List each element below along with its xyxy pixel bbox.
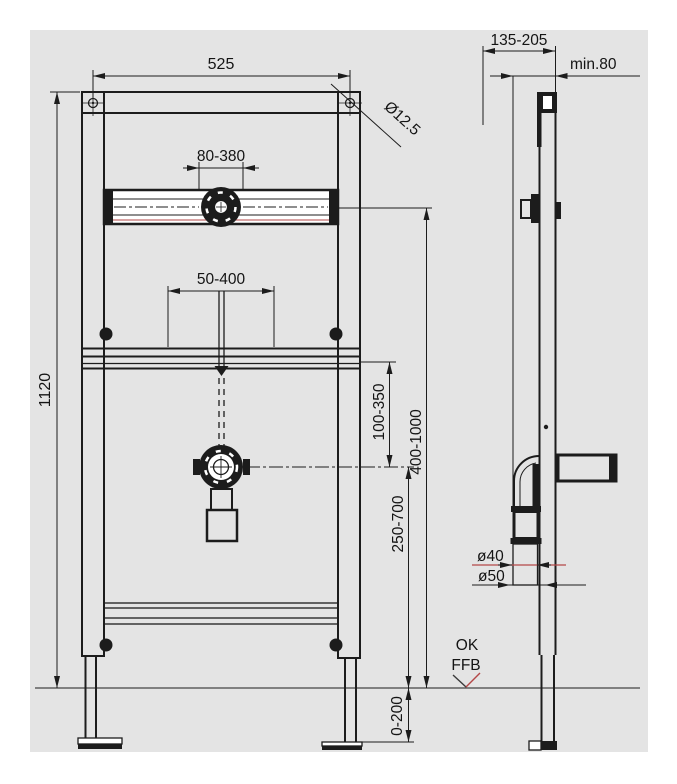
rail-center-hub xyxy=(201,187,241,227)
svg-text:400-1000: 400-1000 xyxy=(408,409,425,475)
svg-text:100-350: 100-350 xyxy=(371,383,388,440)
ffb-label: FFB xyxy=(451,657,480,674)
side-frame-column xyxy=(537,92,557,655)
dimensions: 525 1120 Ø12.5 80-380 50-400 xyxy=(37,32,640,743)
side-view: OK FFB xyxy=(451,76,618,751)
svg-text:50-400: 50-400 xyxy=(197,271,246,288)
floor-check-mark xyxy=(452,674,467,688)
mounting-hole-right xyxy=(338,91,362,116)
svg-text:250-700: 250-700 xyxy=(390,495,407,552)
svg-text:ø40: ø40 xyxy=(477,548,504,565)
svg-text:1120: 1120 xyxy=(37,373,54,408)
side-leg-and-foot xyxy=(528,655,557,751)
svg-text:min.80: min.80 xyxy=(570,56,617,73)
dim-leg-adjust: 0-200 xyxy=(362,688,414,743)
dim-pipe-40: ø40 xyxy=(472,548,566,568)
dim-drain-height: 250-700 xyxy=(246,466,414,688)
legs-and-feet xyxy=(77,655,363,750)
svg-text:0-200: 0-200 xyxy=(389,696,406,736)
drain-fitting xyxy=(193,445,250,489)
fixing-point-dot xyxy=(543,424,549,430)
dim-rail-height: 400-1000 xyxy=(338,207,432,688)
side-rail-knob xyxy=(520,194,561,223)
drain-pipe xyxy=(214,291,229,446)
dim-mount-range: 50-400 xyxy=(167,271,275,347)
ok-label: OK xyxy=(456,637,479,654)
svg-text:525: 525 xyxy=(208,56,235,73)
dim-depth-range: 135-205 xyxy=(482,32,556,125)
svg-text:80-380: 80-380 xyxy=(197,148,246,165)
svg-text:ø50: ø50 xyxy=(478,568,505,585)
dim-height-1120: 1120 xyxy=(37,91,80,688)
tap-mounting-rail xyxy=(102,187,340,227)
side-support-arm xyxy=(556,453,618,483)
dim-min-clearance: min.80 xyxy=(490,56,640,79)
floor-reference-label: OK FFB xyxy=(451,637,481,688)
drain-socket xyxy=(205,488,239,543)
fastening-clips xyxy=(99,327,343,652)
dim-tap-rail-range: 80-380 xyxy=(183,148,259,190)
svg-text:135-205: 135-205 xyxy=(491,32,548,49)
dim-pipe-50: ø50 xyxy=(472,568,586,588)
dim-width-525: 525 xyxy=(92,56,351,98)
dim-drain-offset: 100-350 xyxy=(360,361,396,467)
front-view xyxy=(77,91,363,750)
lower-crossbar xyxy=(103,602,339,625)
